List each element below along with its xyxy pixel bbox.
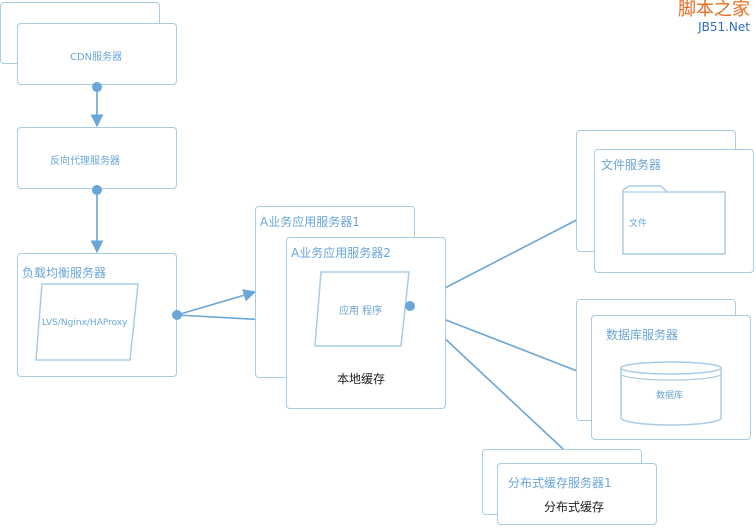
distributed-cache-label: 分布式缓存 [544,500,605,514]
file-server-label: 文件服务器 [601,158,662,172]
load-balancer-parallelogram [35,283,139,361]
db-server-label: 数据库服务器 [606,328,679,342]
cdn-server[interactable]: CDN服务器 [17,23,177,85]
folder-icon [622,185,726,255]
database-label: 数据库 [656,391,684,401]
cache-server[interactable]: 分布式缓存服务器1 分布式缓存 [497,463,657,525]
edge-lb-to-app1 [176,289,257,316]
db-server[interactable]: 数据库服务器 数据库 [591,315,751,440]
app-server-2[interactable]: A业务应用服务器2 应用 程序 本地缓存 [286,237,446,409]
cache-server-label: 分布式缓存服务器1 [508,476,612,490]
local-cache-label: 本地缓存 [337,372,386,386]
watermark-line2: JB51.Net [698,20,750,34]
watermark-line1: 脚本之家 [678,0,750,20]
application-label: 应用 程序 [339,306,383,317]
load-balancer-server[interactable]: 负载均衡服务器 LVS/Nginx/HAProxy [17,253,177,377]
load-balancer-inner: LVS/Nginx/HAProxy [42,318,128,328]
file-label: 文件 [629,219,648,229]
app-server-1-label: A业务应用服务器1 [260,215,360,229]
load-balancer-label: 负载均衡服务器 [22,266,107,280]
reverse-proxy-server[interactable]: 反向代理服务器 [17,127,177,189]
reverse-proxy-label: 反向代理服务器 [50,156,120,167]
site-watermark: 脚本之家 JB51.Net [678,0,750,34]
app-server-2-label: A业务应用服务器2 [291,246,391,260]
database-icon [620,361,722,426]
application-parallelogram [314,271,410,347]
file-server[interactable]: 文件服务器 文件 [594,149,754,273]
cdn-label: CDN服务器 [70,52,123,63]
